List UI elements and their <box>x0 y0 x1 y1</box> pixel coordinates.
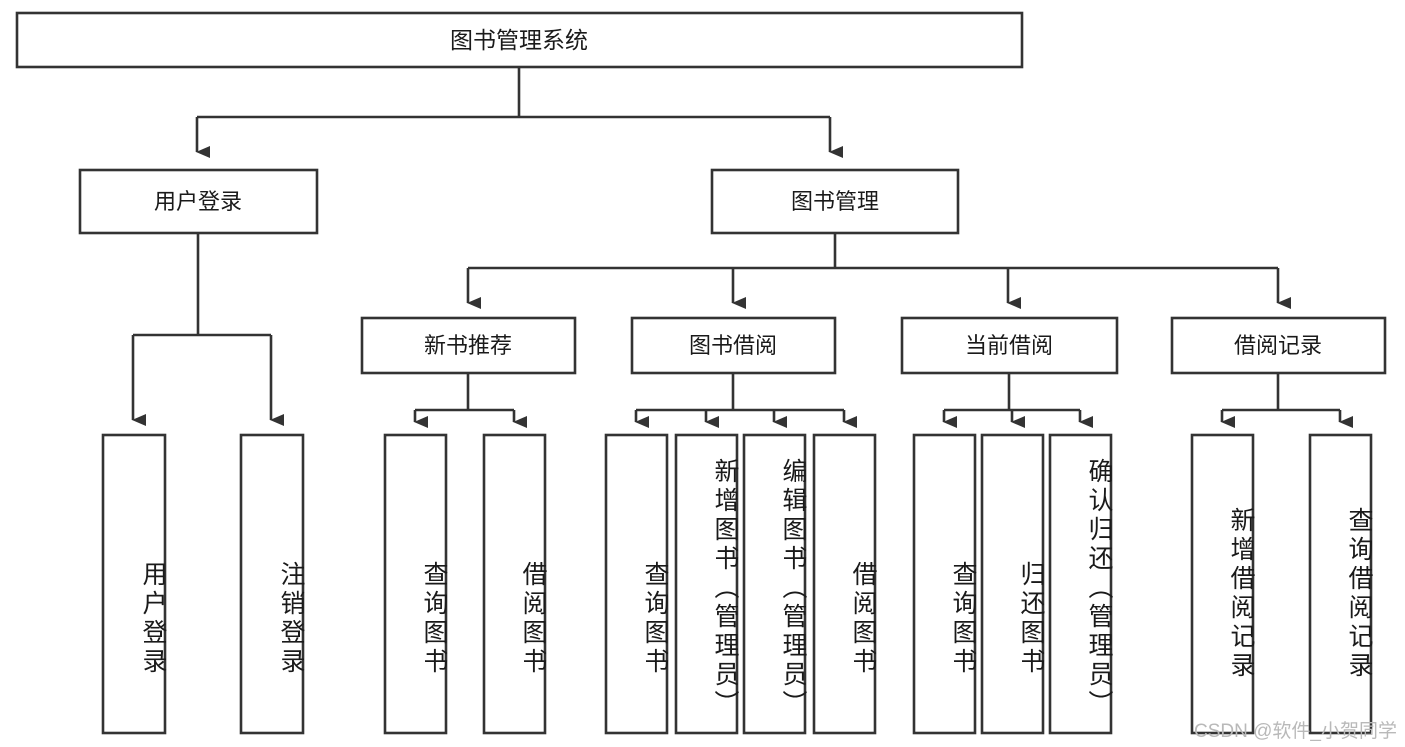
leaf-query-book-1-box[interactable] <box>383 433 448 735</box>
leaf-logout-box[interactable] <box>239 433 305 735</box>
node-borrow-record-label: 借阅记录 <box>1234 333 1322 358</box>
leaf-query-book-3-box[interactable] <box>912 433 977 735</box>
node-user-login-box <box>78 168 319 235</box>
leaf-return-book-box[interactable] <box>980 433 1045 735</box>
node-user-login[interactable]: 用户登录 <box>78 168 319 235</box>
leaf-add-book-box[interactable] <box>674 433 739 735</box>
connector-book-management-to-level3 <box>466 233 1291 309</box>
leaf-boxes <box>101 433 1373 735</box>
connector-current-borrow-to-leaves <box>942 373 1093 428</box>
connector-user-login-to-leaves <box>131 233 284 426</box>
leaf-borrow-book-2-box[interactable] <box>812 433 877 735</box>
node-book-borrow-label: 图书借阅 <box>689 333 777 358</box>
node-book-borrow[interactable]: 图书借阅 <box>630 316 837 375</box>
node-borrow-record[interactable]: 借阅记录 <box>1170 316 1387 375</box>
connector-book-borrow-to-leaves <box>634 373 857 428</box>
leaf-borrow-book-1-box[interactable] <box>482 433 547 735</box>
node-current-borrow[interactable]: 当前借阅 <box>900 316 1119 375</box>
leaf-query-record-box[interactable] <box>1308 433 1373 735</box>
node-new-book-recommend-box <box>360 316 577 375</box>
connector-new-book-recommend-to-leaves <box>413 373 527 428</box>
node-new-book-recommend[interactable]: 新书推荐 <box>360 316 577 375</box>
leaf-edit-book-box[interactable] <box>742 433 807 735</box>
node-root[interactable]: 图书管理系统 <box>15 11 1024 69</box>
leaf-confirm-return-box[interactable] <box>1048 433 1113 735</box>
connector-borrow-record-to-leaves <box>1220 373 1353 428</box>
watermark-text: CSDN @软件_小贺同学 <box>1194 721 1397 742</box>
node-root-box <box>15 11 1024 69</box>
node-new-book-recommend-label: 新书推荐 <box>424 333 512 358</box>
node-current-borrow-box <box>900 316 1119 375</box>
node-root-label: 图书管理系统 <box>450 27 588 53</box>
connector-root-to-level2 <box>195 67 843 158</box>
leaf-user-login-box[interactable] <box>101 433 167 735</box>
node-book-management-label: 图书管理 <box>791 189 879 214</box>
leaf-query-book-2-box[interactable] <box>604 433 669 735</box>
node-user-login-label: 用户登录 <box>154 189 242 214</box>
node-current-borrow-label: 当前借阅 <box>965 333 1053 358</box>
leaf-add-record-box[interactable] <box>1190 433 1255 735</box>
node-book-management[interactable]: 图书管理 <box>710 168 960 235</box>
